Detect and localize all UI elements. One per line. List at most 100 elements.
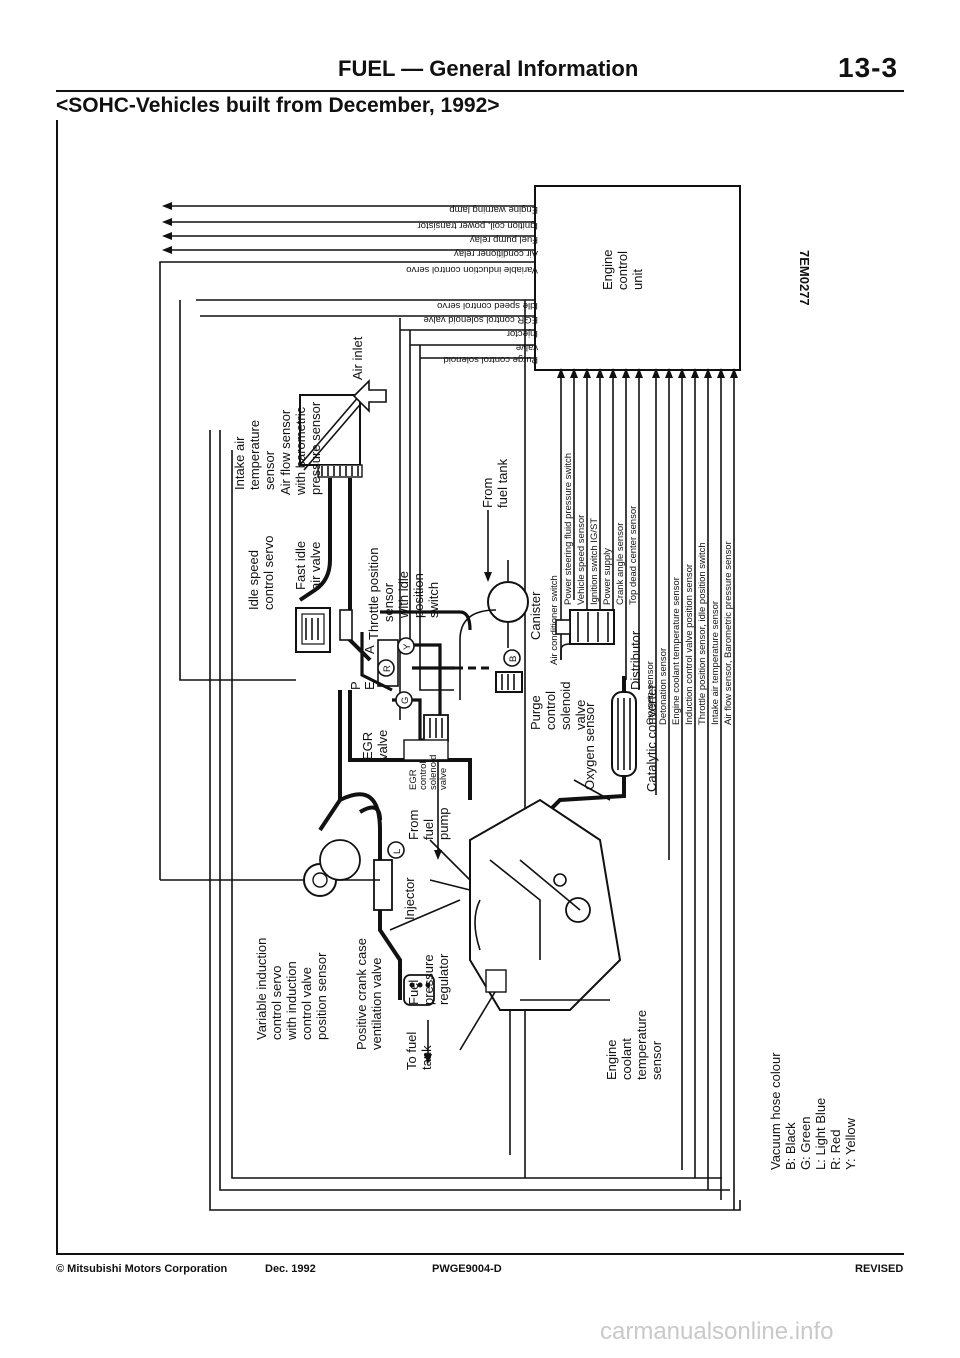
out-engine-warning-lamp: Engine warning lamp bbox=[449, 204, 538, 215]
from-fuel-tank-1: From bbox=[480, 478, 495, 508]
variable-induction-servo: Variable induction control servo with in… bbox=[254, 839, 380, 1041]
out-purge-solenoid-2: valve bbox=[516, 342, 538, 353]
variable-induction-label-4: control valve bbox=[299, 967, 314, 1040]
footer-rule bbox=[56, 1253, 904, 1255]
canister-purge: From fuel tank Canister Purge control so… bbox=[459, 458, 588, 730]
purge-label-2: control bbox=[543, 691, 558, 730]
ecu-output-labels: Engine warning lamp Ignition coil, power… bbox=[406, 204, 538, 365]
vacuum-hose-legend: Vacuum hose colour B: Black G: Green L: … bbox=[768, 1052, 858, 1170]
throttle-label-2: sensor bbox=[381, 582, 396, 622]
in-oxygen-sensor: Oxygen sensor bbox=[645, 661, 656, 725]
wiring-frame bbox=[159, 261, 741, 1211]
port-a: A bbox=[362, 645, 377, 654]
in-vehicle-speed: Vehicle speed sensor bbox=[576, 515, 587, 605]
ecu-output-lines bbox=[162, 202, 535, 359]
idle-speed-label-1: Idle speed bbox=[246, 550, 261, 610]
pcv-coolant: Positive crank case ventilation valve En… bbox=[354, 899, 664, 1080]
variable-induction-label-5: position sensor bbox=[314, 952, 329, 1040]
purge-label-1: Purge bbox=[528, 695, 543, 730]
legend-item-red: R: Red bbox=[828, 1130, 843, 1170]
ecu-label-3: unit bbox=[630, 269, 645, 290]
port-markers: P E A R Y G B L bbox=[348, 637, 521, 859]
ecu-input-lines bbox=[557, 368, 738, 1210]
out-variable-induction-servo: Variable induction control servo bbox=[406, 264, 538, 275]
in-detonation-sensor: Detonation sensor bbox=[658, 648, 669, 725]
egr-solenoid-label-4: valve bbox=[438, 768, 449, 790]
port-l: L bbox=[392, 849, 403, 854]
out-fuel-pump-relay: Fuel pump relay bbox=[470, 234, 538, 245]
coolant-label-4: sensor bbox=[649, 1040, 664, 1080]
in-ps-switch: Power steering fluid pressure switch bbox=[563, 453, 574, 605]
intake-air-temp-label-1: Intake air bbox=[232, 436, 247, 490]
pcv-label-2: ventilation valve bbox=[369, 958, 384, 1051]
air-intake-labels: Intake air temperature sensor Air flow s… bbox=[232, 336, 365, 496]
port-y: Y bbox=[402, 643, 413, 650]
variable-induction-label-1: Variable induction bbox=[254, 938, 269, 1040]
from-fuel-pump-1: From bbox=[406, 810, 421, 840]
out-idle-speed-servo: Idle speed control servo bbox=[437, 300, 538, 311]
to-fuel-tank-1: To fuel bbox=[404, 1032, 419, 1070]
to-fuel-tank-2: tank bbox=[419, 1045, 434, 1070]
throttle-label-1: Throttle position bbox=[366, 548, 381, 641]
fast-idle-label-2: air valve bbox=[308, 542, 323, 590]
purge-label-3: solenoid bbox=[558, 682, 573, 730]
air-inlet-label: Air inlet bbox=[350, 336, 365, 380]
egr-valve-label-1: EGR bbox=[360, 732, 375, 760]
figure-code: 7EM0277 bbox=[797, 250, 812, 306]
injector-label: Injector bbox=[402, 877, 417, 920]
from-fuel-pump-2: fuel bbox=[421, 819, 436, 840]
port-g: G bbox=[400, 697, 411, 704]
ecu-label-2: control bbox=[615, 251, 630, 290]
in-ac-switch: Air conditioner switch bbox=[549, 575, 560, 665]
regulator-label-2: pressure bbox=[421, 954, 436, 1005]
in-power-supply: Power supply bbox=[602, 548, 613, 605]
out-ac-relay: Air conditioner relay bbox=[454, 248, 538, 259]
throttle-label-3: with idle bbox=[396, 571, 411, 619]
footer-copyright: © Mitsubishi Motors Corporation bbox=[56, 1263, 228, 1275]
throttle-label-4: position bbox=[411, 573, 426, 618]
legend-item-green: G: Green bbox=[798, 1117, 813, 1170]
egr-solenoid-label-2: control bbox=[418, 761, 429, 790]
distributor-label: Distributor bbox=[628, 630, 643, 690]
in-air-flow-sensor: Air flow sensor, Barometric pressure sen… bbox=[723, 541, 734, 725]
out-purge-solenoid: Purge control solenoid bbox=[443, 354, 538, 365]
variable-induction-label-3: with induction bbox=[284, 961, 299, 1041]
catalytic-converter-label: Catalytic converter bbox=[644, 684, 659, 792]
regulator-label-3: regulator bbox=[436, 953, 451, 1005]
left-margin-rule bbox=[56, 120, 58, 1255]
egr-solenoid-label-3: solenoid bbox=[428, 755, 439, 790]
air-flow-label-3: pressure sensor bbox=[308, 401, 323, 495]
legend-title: Vacuum hose colour bbox=[768, 1052, 783, 1170]
engine-control-unit: Engine control unit 7EM0277 bbox=[534, 185, 812, 371]
in-intake-air-temp: Intake air temperature sensor bbox=[710, 601, 721, 725]
page-title: FUEL — General Information bbox=[338, 56, 639, 81]
ecu-label-1: Engine bbox=[600, 250, 615, 290]
watermark: carmanualsonline.info bbox=[600, 1318, 834, 1345]
out-ignition-coil: Ignition coil, power transistor bbox=[418, 220, 538, 231]
port-r: R bbox=[382, 665, 393, 672]
fuel-system: From fuel pump Injector Fuel pressure re… bbox=[339, 759, 471, 1070]
out-egr-solenoid: EGR control solenoid valve bbox=[423, 314, 538, 325]
section-subtitle: <SOHC-Vehicles built from December, 1992… bbox=[56, 94, 500, 117]
footer-doc-id: PWGE9004-D bbox=[432, 1263, 502, 1275]
egr-assembly: EGR valve EGR control solenoid valve bbox=[360, 714, 449, 790]
in-induction-position: Induction control valve position sensor bbox=[684, 564, 695, 725]
page-number: 13-3 bbox=[838, 52, 899, 83]
fast-idle-label-1: Fast idle bbox=[293, 541, 308, 590]
coolant-label-2: coolant bbox=[619, 1038, 634, 1080]
port-b: B bbox=[508, 656, 519, 662]
from-fuel-tank-2: fuel tank bbox=[495, 458, 510, 508]
in-throttle-position: Throttle position sensor, idle position … bbox=[697, 542, 708, 725]
oxygen-sensor-label: Oxygen sensor bbox=[582, 702, 597, 790]
ecu-input-labels: Air conditioner switch Power steering fl… bbox=[549, 453, 734, 725]
air-flow-label-1: Air flow sensor bbox=[278, 409, 293, 495]
legend-item-black: B: Black bbox=[783, 1122, 798, 1170]
port-e: E bbox=[362, 681, 377, 690]
regulator-label-1: Fuel bbox=[406, 980, 421, 1005]
intake-air-temp-label-2: temperature bbox=[247, 420, 262, 490]
air-flow-label-2: with barometric bbox=[293, 406, 308, 496]
legend-item-light-blue: L: Light Blue bbox=[813, 1098, 828, 1170]
in-coolant-temp: Engine coolant temperature sensor bbox=[671, 577, 682, 725]
intake-air-temp-label-3: sensor bbox=[262, 450, 277, 490]
